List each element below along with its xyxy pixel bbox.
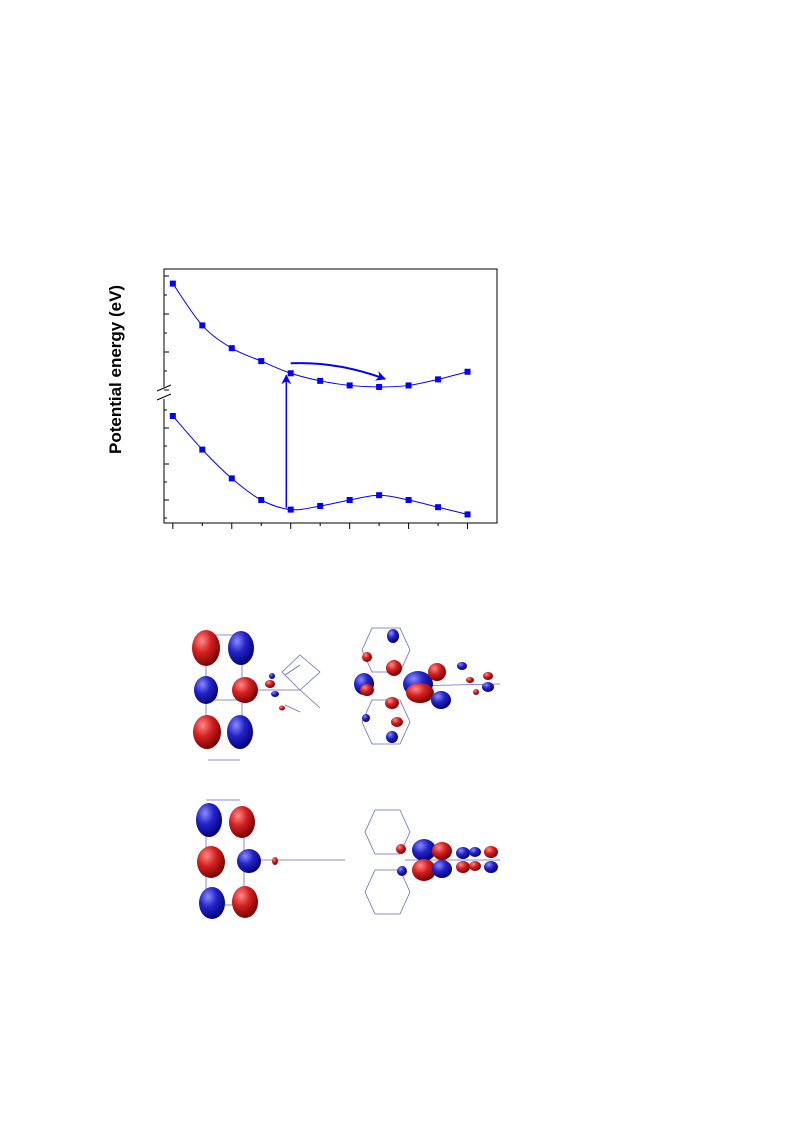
data-point-marker [376, 492, 383, 499]
data-point-marker [287, 370, 294, 377]
lobe-blue [484, 861, 498, 873]
data-point-marker [228, 345, 235, 352]
annotation-arrows [281, 362, 386, 508]
lobe-blue [397, 866, 407, 876]
lobe-blue [194, 676, 218, 704]
data-point-marker [199, 446, 206, 453]
lobe-red [232, 677, 258, 703]
lobe-red [396, 844, 406, 854]
lobe-red [406, 683, 434, 703]
orbital-top-left [205, 634, 321, 761]
lobe-blue [469, 847, 481, 857]
data-point-marker [258, 497, 265, 503]
data-point-marker [169, 280, 176, 287]
lobe-blue [482, 682, 494, 692]
lobe-blue [228, 631, 254, 665]
lobe-red [197, 846, 225, 878]
lobe-blue [386, 731, 398, 743]
lobe-red [386, 660, 402, 676]
data-point-marker [376, 383, 383, 390]
lobe-blue [362, 714, 370, 722]
orbital-bottom-left-lobes [196, 803, 278, 919]
lobe-red [362, 652, 372, 662]
lobe-red [232, 886, 258, 918]
data-point-marker [199, 322, 206, 329]
axis-break-mark [156, 384, 172, 401]
relaxation-arrow [290, 362, 386, 381]
orbital-bottom-right [364, 809, 500, 915]
lobe-red [279, 705, 285, 711]
data-point-marker [346, 382, 353, 389]
lobe-red [466, 677, 474, 683]
series-line-upper [172, 283, 468, 388]
lobe-red [229, 806, 255, 838]
lobe-blue [387, 629, 399, 643]
axis-break-gap [160, 387, 169, 399]
data-point-marker [169, 413, 176, 419]
data-point-marker [228, 475, 235, 482]
lobe-red [391, 717, 403, 727]
chart [156, 268, 498, 529]
orbital-top-left-lobes [192, 630, 285, 749]
lobe-red [385, 697, 399, 709]
y-axis-label: Potential energy (eV) [106, 284, 125, 454]
data-point-marker [317, 377, 324, 384]
lobe-red [473, 689, 479, 695]
lobe-blue [457, 662, 467, 670]
lobe-red [272, 857, 278, 865]
series-line-lower [172, 415, 468, 515]
data-point-marker [346, 497, 353, 503]
series-group [169, 280, 471, 518]
lobe-blue [237, 849, 261, 873]
orbital-bottom-left [205, 799, 345, 906]
lobe-red [360, 684, 374, 696]
data-point-marker [435, 504, 442, 511]
lobe-blue [431, 691, 451, 709]
x-axis-ticks [172, 523, 469, 529]
lobe-blue [199, 887, 225, 919]
lobe-red [192, 630, 220, 666]
lobe-red [265, 680, 275, 688]
lobe-blue [432, 860, 452, 878]
lobe-blue [269, 673, 275, 679]
data-point-marker [464, 511, 471, 518]
lobe-red [484, 846, 498, 858]
plot-frame [163, 268, 498, 524]
data-point-marker [405, 497, 412, 503]
lobe-red [456, 861, 470, 873]
lobe-red [193, 715, 221, 749]
lobe-red [412, 859, 436, 881]
orbital-bottom-right-lobes [396, 839, 498, 881]
orbital-top-right-lobes [354, 629, 494, 743]
data-point-marker [287, 506, 294, 513]
lobe-blue [271, 691, 279, 697]
data-point-marker [258, 358, 265, 365]
data-point-marker [405, 382, 412, 389]
lobe-red [469, 861, 481, 871]
lobe-red [432, 842, 452, 860]
data-point-marker [464, 368, 471, 375]
y-axis-ticks [164, 275, 169, 519]
lobe-blue [456, 847, 470, 859]
lobe-blue [227, 715, 253, 749]
lobe-blue [196, 803, 222, 837]
lobe-red [483, 672, 493, 680]
data-point-marker [435, 376, 442, 383]
lobe-red [428, 663, 446, 681]
data-point-marker [317, 503, 324, 509]
lobe-blue [412, 839, 436, 861]
